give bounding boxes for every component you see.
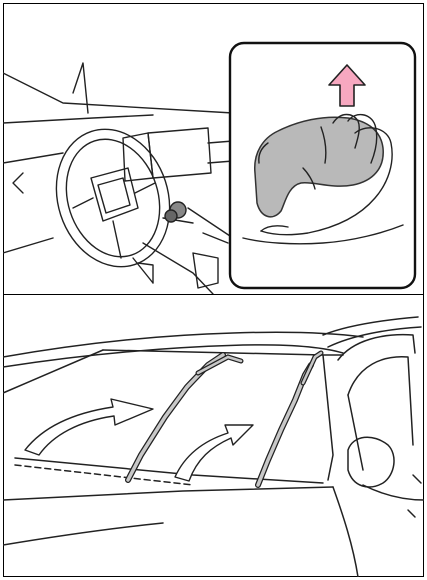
top-panel-wiper-lever: [3, 3, 424, 294]
dashboard-illustration: [3, 3, 424, 294]
side-mirror: [348, 437, 394, 487]
dash-top-line: [3, 73, 233, 113]
wiper-blade-right: [258, 353, 321, 485]
arrow-right-curve-icon: [175, 425, 253, 481]
center-screen: [148, 128, 211, 178]
a-pillar-left: [3, 350, 103, 393]
bottom-panel-windshield: [3, 295, 424, 577]
roof-line: [3, 332, 363, 357]
hood-line: [3, 487, 333, 500]
a-pillar-line: [73, 63, 88, 113]
arrow-left-curve-icon: [25, 399, 153, 455]
steering-hub: [91, 168, 138, 221]
callout-leader: [188, 208, 233, 238]
a-pillar-right: [323, 355, 333, 480]
windshield-illustration: [3, 295, 424, 577]
